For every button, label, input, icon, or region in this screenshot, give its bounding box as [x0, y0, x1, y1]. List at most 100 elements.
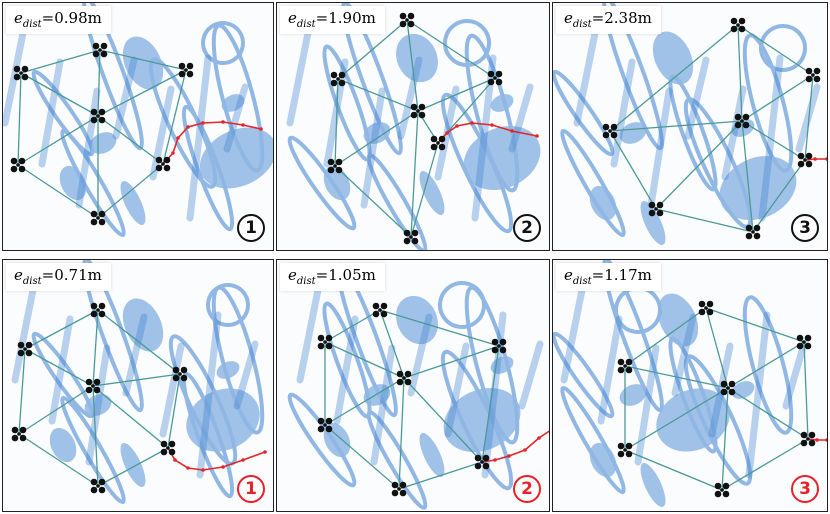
formation-edge — [624, 307, 707, 367]
rotor — [317, 417, 325, 425]
drones — [11, 302, 188, 494]
obstacle-blob — [640, 200, 666, 246]
obstacle-pillar — [518, 340, 544, 410]
trajectory-point — [455, 124, 459, 128]
rotor — [180, 366, 188, 374]
step-badge: 1 — [237, 214, 265, 242]
obstacle-ring — [287, 392, 357, 488]
rotor — [98, 210, 106, 218]
quadrotor-icon — [155, 156, 171, 172]
formation-edge — [20, 49, 101, 74]
obstacle-blob — [59, 165, 87, 201]
drone-body — [161, 162, 165, 166]
rotor — [380, 302, 388, 310]
drone-body — [608, 129, 612, 133]
trajectory-point — [186, 125, 190, 129]
formation-edge — [624, 387, 729, 451]
formation-edge — [737, 24, 743, 122]
rotor — [808, 439, 816, 447]
rotor — [85, 386, 93, 394]
obstacle-pillar — [647, 87, 673, 209]
rotor — [625, 358, 633, 366]
rotor — [813, 67, 821, 75]
formation-edge — [324, 341, 405, 379]
rotor — [168, 448, 176, 456]
formation-edge — [379, 309, 405, 379]
obstacle-ring — [31, 331, 95, 419]
drone-body — [720, 488, 724, 492]
formation-edge — [655, 120, 743, 210]
rotor — [474, 454, 482, 462]
quadrotor-icon — [85, 378, 101, 394]
obstacle-ring — [742, 33, 794, 173]
rotor — [93, 386, 101, 394]
quadrotor-icon — [178, 62, 194, 78]
rotor — [13, 65, 21, 73]
rotor — [25, 349, 33, 357]
formation-edge — [406, 19, 419, 112]
rotor — [90, 210, 98, 218]
obstacle-field — [553, 260, 794, 508]
rotor — [325, 342, 333, 350]
obstacle-blob — [656, 388, 730, 452]
formation-edge — [92, 373, 181, 387]
formation-edge — [737, 24, 814, 76]
leader-trajectory — [167, 447, 267, 472]
obstacle-ring — [31, 69, 95, 157]
drone-body — [98, 48, 102, 52]
rotor — [804, 342, 812, 350]
obstacle-ring — [82, 3, 144, 151]
rotor — [720, 388, 728, 396]
obstacle-field — [553, 3, 807, 246]
quadrotor-icon — [13, 65, 29, 81]
obstacle-ring — [464, 33, 520, 193]
trajectory-point — [171, 151, 175, 155]
obstacle-pillar — [196, 311, 222, 479]
rotor — [372, 310, 380, 318]
rotor — [625, 366, 633, 374]
rotor — [706, 308, 714, 316]
obstacle-field — [31, 260, 265, 505]
rotor — [160, 440, 168, 448]
obstacle-ring — [60, 128, 126, 238]
leader-trajectory — [804, 157, 827, 161]
formation-edge — [17, 72, 22, 166]
quadrotor-icon — [391, 481, 407, 497]
rotor — [98, 302, 106, 310]
drone-body — [493, 76, 497, 80]
quadrotor-icon — [403, 229, 419, 245]
rotor — [155, 164, 163, 172]
formation-edge — [398, 377, 405, 490]
rotor — [610, 131, 618, 139]
obstacle-blob — [719, 155, 797, 221]
formation-edge — [410, 110, 419, 238]
rotor — [430, 135, 438, 143]
formation-edge — [17, 164, 99, 219]
error-label: edist=1.17m — [556, 263, 661, 291]
quadrotor-icon — [734, 113, 750, 129]
rotor — [418, 111, 426, 119]
rotor — [172, 374, 180, 382]
rotor — [396, 378, 404, 386]
quadrotor-icon — [17, 341, 33, 357]
obstacle-ring — [668, 336, 718, 454]
obstacle-blob — [120, 180, 146, 226]
formation-edge — [18, 348, 26, 435]
quadrotor-icon — [617, 442, 633, 458]
rotor — [411, 237, 419, 245]
rotor — [753, 224, 761, 232]
rotor — [474, 462, 482, 470]
rotor — [499, 338, 507, 346]
formation-edge — [403, 377, 483, 463]
rotor — [21, 65, 29, 73]
quadrotor-icon — [797, 152, 813, 168]
rotor — [800, 431, 808, 439]
error-value: =0.71m — [41, 266, 102, 284]
rotor — [482, 454, 490, 462]
rotor — [738, 17, 746, 25]
rotor — [10, 165, 18, 173]
obstacle-ring — [602, 3, 664, 151]
trajectory-point — [490, 123, 494, 127]
drone-body — [704, 306, 708, 310]
rotor — [163, 164, 171, 172]
